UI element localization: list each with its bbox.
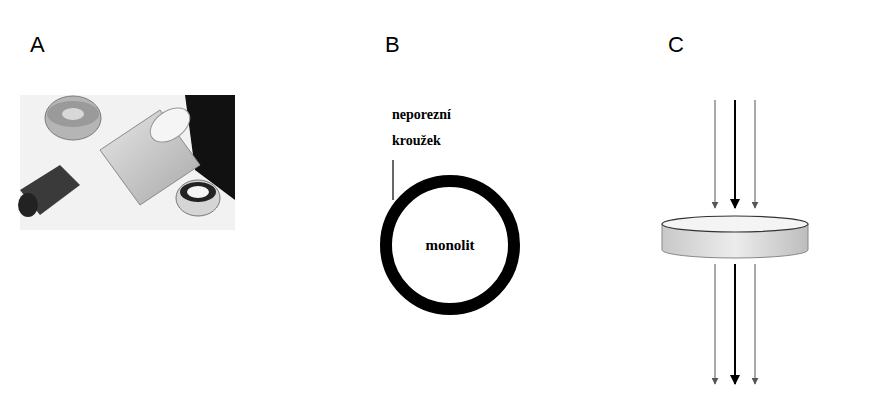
monolith-ring: monolit: [379, 174, 521, 316]
panel-letter: B: [385, 32, 400, 58]
panel-letter: A: [30, 32, 45, 58]
flow-disc: [662, 100, 808, 384]
leader-line: [392, 160, 393, 200]
monolith-photo: [18, 95, 235, 230]
region-label: monolit: [425, 237, 474, 254]
ring-outline: [386, 181, 514, 309]
callout-label: neporezní kroužek: [392, 102, 466, 154]
panel-letter: C: [668, 32, 684, 58]
